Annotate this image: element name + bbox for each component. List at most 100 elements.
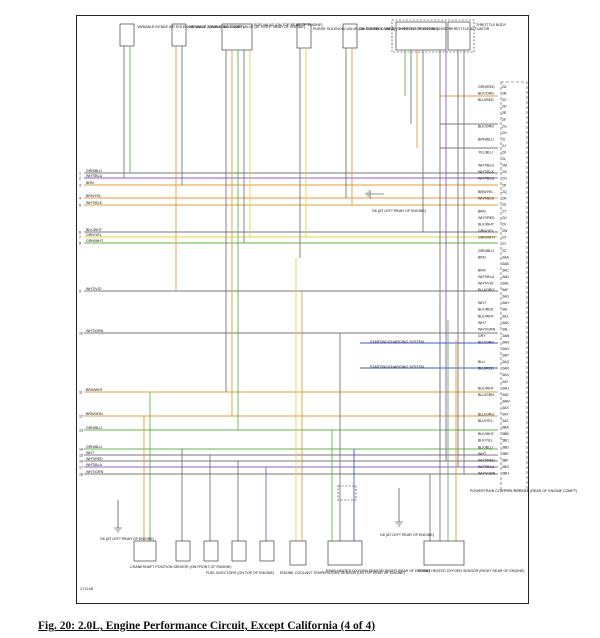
pcm-wire-color: BLK/WHT [478,223,495,227]
pcm-pin-id: 2S [502,203,507,207]
left-wire-number: 7 [79,236,81,240]
pcm-pin-id: 2D [502,105,507,109]
pcm-pin-id: 3AT [502,380,509,384]
pcm-pin-id: 3BE [502,452,509,456]
pcm-label: POWERTRAIN CONTROL MODULE (REAR OF ENGIN… [470,489,577,493]
left-wire-number: 12 [79,415,83,419]
intake-solenoid-label: VARIABLE INTAKE AIR SOLENOID VALVE (ON E… [137,25,244,29]
pcm-wire-color: WHT/VIO [478,282,494,286]
pcm-pin-id: 3AZ [502,419,509,423]
front-o2-label: FRONT HEATED OXYGEN SENSOR (RIGHT REAR O… [418,569,524,573]
pcm-pin-id: 2Q [502,190,507,194]
pcm-wire-color: BLU/ORG [478,288,494,292]
pcm-wire-color: GRN/BLU [478,249,494,253]
ground-symbols [114,190,403,533]
egr-valve-box [221,23,253,51]
pcm-wire-color: BLU/ORG [478,340,494,344]
pcm-wire-color: BLK/WHT [478,314,495,318]
pcm-wire-color: YEL/BLU [478,151,493,155]
left-wire-color-label: GRN/YEL [86,233,102,237]
throttle-body-box [391,19,475,53]
pcm-wire-color: BLK/WHT [478,432,495,436]
pcm-wire-color: BLU/RED [478,367,494,371]
pcm-pin-id: 3AB [502,262,509,266]
pcm-wire-color: BLK/ORG [478,124,494,128]
purge-solenoid-box [296,23,312,49]
pcm-pin-id: 2I [502,137,505,141]
tumble-solenoid-label: VARIABLE TUMBLE SOLENOID VALVE (AT RIGHT… [189,25,305,29]
left-wire-color-label: WHT/RED [86,457,103,461]
left-wire-color-label: GRN/WHT [86,239,104,243]
left-wire-color-label: GRN/BLU [86,169,102,173]
pcm-pin-id: 3AD [502,275,509,279]
pcm-pin-id: 3BA [502,426,509,430]
pcm-pin-id: 2X [502,236,507,240]
pcm-pin-id: 2K [502,151,507,155]
bottom-components [133,485,465,566]
left-wire-color-label: WHT/BLU [86,463,103,467]
egr-valve-label: EGR VALVE (ON TOP REAR OF ENGINE) [254,23,323,27]
left-wire-color-label: BLK/WHT [86,228,103,232]
throttle-body-label: THROTTLE BODY [476,23,507,27]
injector-4-box [259,540,275,562]
pcm-pin-id: 3AA [502,255,509,259]
purge-solenoid-label: PURGE SOLENOID VALVE (ON ENGINE COMPT) [313,27,395,31]
left-wire-color-label: BRN/GRN [86,412,103,416]
left-wire-number: 17 [79,466,83,470]
pcm-pin-id: 3AN [502,340,509,344]
pcm-wire-color: WHT/BLU [478,177,495,181]
left-wire-number: 10 [79,332,83,336]
ground-g8-label: G8 (AT LEFT REAR OF ENGINE) [380,533,434,537]
starting-charging-label-1: STARTING/CHARGING SYSTEM [370,340,424,344]
pcm-wire-color: BLK/ORG [478,92,494,96]
left-wire-number: 6 [79,231,81,235]
pcm-pin-id: 3BG [502,465,509,469]
ground-icon [395,488,403,527]
left-wire-color-label: GRN/BLU [86,445,102,449]
pcm-pin-id: 2J [502,144,506,148]
pcm-pin-id: 3BH [502,471,509,475]
injectors-label: FUEL INJECTORS (ON TOP OF ENGINE) [206,571,274,575]
pcm-wire-color: WHT/RED [478,216,495,220]
oil-control-box [342,23,358,49]
rear-o2-box [327,540,363,566]
pcm-wire-color: BRN/YEL [478,190,493,194]
intake-solenoid-box [119,23,135,47]
pcm-pin-id: 2Y [502,242,507,246]
top-components [119,19,475,53]
tumble-solenoid-box [171,23,187,47]
pcm-wire-color: WHT [478,452,487,456]
pcm-wire-color: GRN/WHT [478,236,496,240]
left-wire-number: 5 [79,204,81,208]
pcm-pin-id: 2B [502,92,507,96]
pcm-wire-color: WHT/BLU [478,275,495,279]
pcm-pin-id: 3AF [502,288,509,292]
pcm-wire-color: BLK/WHT [478,386,495,390]
pcm-pin-id: 3AP [502,354,509,358]
pcm-wire-color: WHT/BLU [478,465,495,469]
pcm-wire-color: WHT [478,301,487,305]
ground-icon [365,190,384,198]
pcm-pin-id: 3AH [502,301,509,305]
throttle-position-box [395,21,447,51]
pcm-pin-id: 3AX [502,406,509,410]
pcm-wire-color: BLU/ORG [478,413,494,417]
pcm-pin-id: 3AC [502,268,509,272]
left-wire-color-label: WHT/VIO [86,287,102,291]
pcm-pin-id: 3AR [502,367,509,371]
pcm-pin-id: 2O [502,177,507,181]
pcm-pin-id: 3AV [502,393,509,397]
ground-g6b-label: G6 (AT LEFT REAR OF ENGINE) [372,209,426,213]
bottom-labels: CRANKSHAFT POSITION SENSOR (ON FRONT OF … [100,209,524,575]
pcm-pin-id: 2W [502,229,508,233]
left-wire-number: 9 [79,290,81,294]
pcm-wire-color: BLK/YEL [478,439,493,443]
pcm-pin-id: 3AK [502,321,509,325]
pcm-pin-id: 3BF [502,458,509,462]
pcm-wire-color: WHT [478,321,487,325]
injector-2-box [203,540,219,562]
pcm-wire-color: BLU/YEL [478,419,493,423]
left-wire-number: 18 [79,473,83,477]
left-wire-color-label: GRN/BLU [86,426,102,430]
diagram-frame [76,15,529,604]
